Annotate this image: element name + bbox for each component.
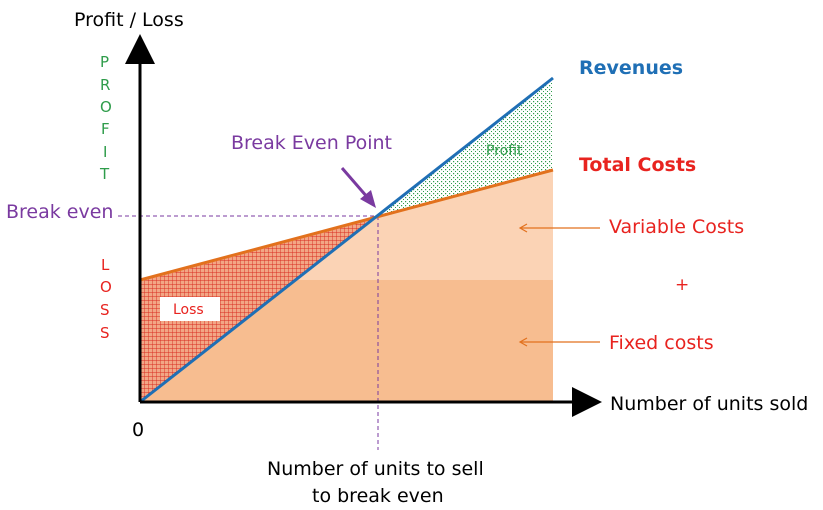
y-axis-title: Profit / Loss: [74, 9, 184, 31]
loss-letter: S: [100, 301, 110, 319]
profit-letter: F: [101, 120, 110, 138]
variable-costs-pointer: [518, 223, 600, 233]
profit-letter: T: [99, 165, 110, 183]
loss-label-box: [160, 297, 220, 321]
fixed-costs-pointer: [518, 337, 600, 347]
profit-letter: O: [100, 98, 112, 116]
profit-letter: I: [103, 143, 107, 161]
profit-area-label: Profit: [486, 143, 523, 159]
loss-letter: S: [100, 324, 110, 342]
plus-sign: +: [675, 275, 689, 295]
total-costs-line: [139, 168, 554, 282]
variable-costs-label: Variable Costs: [609, 216, 744, 238]
profit-letter: R: [100, 76, 110, 94]
loss-area-label: Loss: [173, 302, 204, 318]
profit-letter: P: [100, 53, 109, 71]
fixed-costs-label: Fixed costs: [609, 332, 714, 354]
loss-letter: O: [100, 278, 112, 296]
revenues-label: Revenues: [579, 57, 683, 79]
units-to-break-even-line1: Number of units to sell: [267, 458, 484, 480]
break-even-point-arrow: [340, 167, 376, 208]
loss-letter: L: [101, 256, 110, 274]
units-to-break-even-line2: to break even: [312, 485, 444, 507]
loss-side-label: L O S S: [100, 256, 112, 342]
break-even-label: Break even: [6, 201, 113, 223]
profit-side-label: P R O F I T: [99, 53, 112, 183]
total-costs-label: Total Costs: [579, 154, 696, 176]
revenues-line: [139, 76, 554, 404]
origin-label: 0: [132, 419, 144, 441]
break-even-point-label: Break Even Point: [231, 132, 392, 154]
x-axis-title: Number of units sold: [610, 393, 808, 415]
